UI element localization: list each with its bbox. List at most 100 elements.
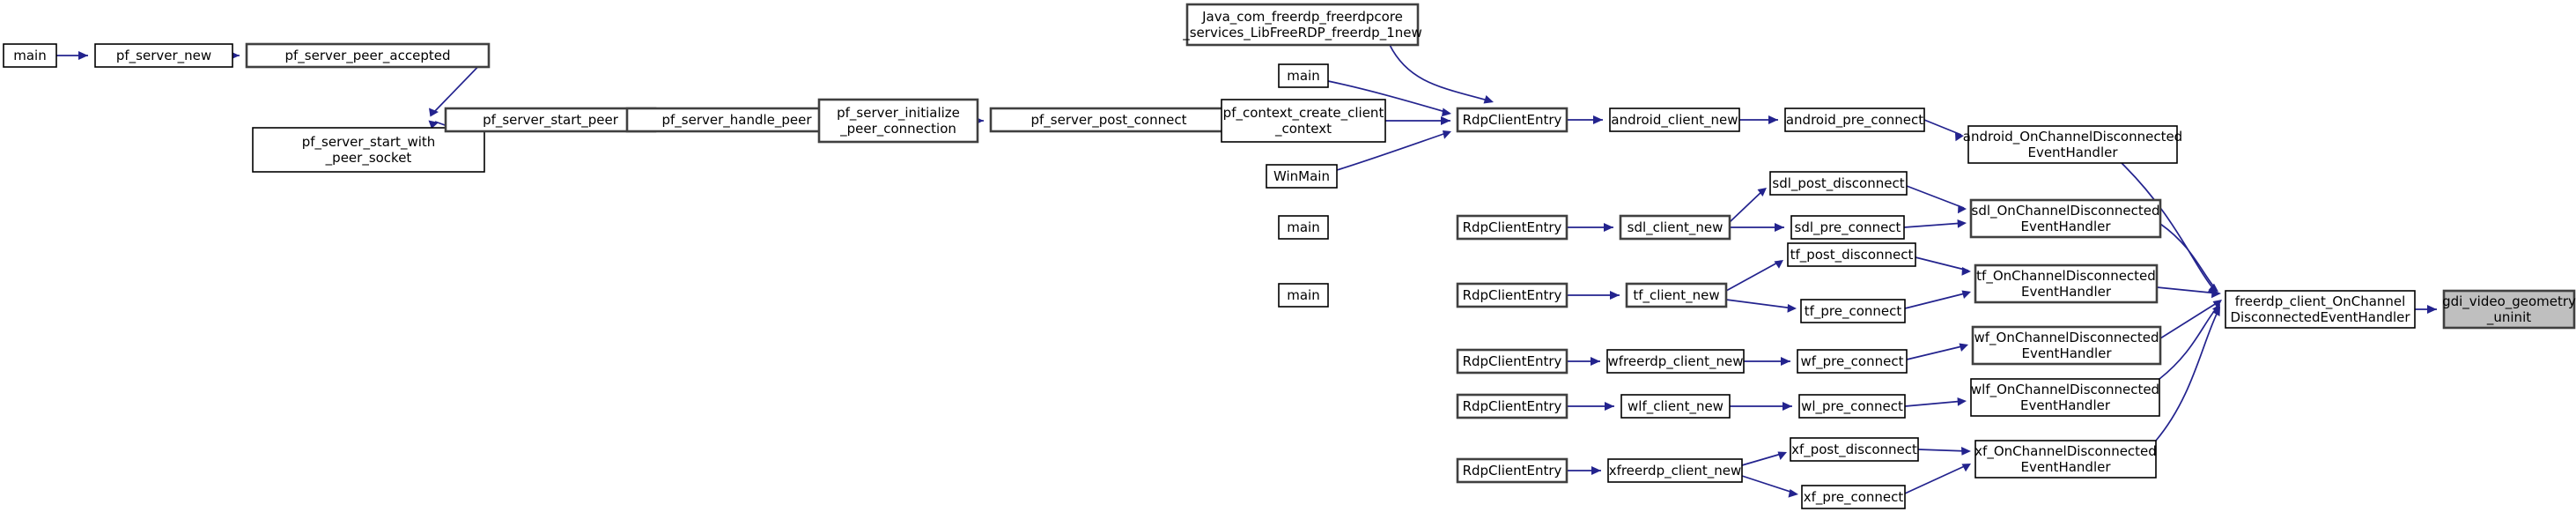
node-pf-server-start-peer[interactable]: pf_server_start_peer	[444, 107, 657, 133]
node-label: xf_pre_connect	[1804, 489, 1904, 506]
node-pf-server-peer-accepted[interactable]: pf_server_peer_accepted	[245, 42, 491, 69]
node-rdpcliententry[interactable]: RdpClientEntry	[1456, 393, 1568, 419]
node-box	[1609, 108, 1740, 132]
node-label: RdpClientEntry	[1463, 287, 1562, 303]
node-gdi-video-geometry-uninit[interactable]: gdi_video_geometry_uninit	[2442, 289, 2576, 330]
node-pf-server-initialize-peer-connection[interactable]: pf_server_initialize_peer_connection	[817, 98, 979, 144]
node-xfreerdp-client-new[interactable]: xfreerdp_client_new	[1607, 458, 1743, 483]
node-pf-server-handle-peer[interactable]: pf_server_handle_peer	[625, 107, 848, 133]
edge-wl-pre-connect-to-wlf-onchanneldisconnectedeventhandler	[1904, 397, 1967, 407]
node-box	[817, 98, 979, 144]
node-main[interactable]: main	[1278, 215, 1329, 240]
node-rdpcliententry[interactable]: RdpClientEntry	[1456, 107, 1568, 133]
edge-android-pre-connect-to-android-onchanneldisconnectedeventhandler	[1923, 119, 1964, 142]
node-rdpcliententry[interactable]: RdpClientEntry	[1456, 282, 1568, 308]
node-pf-server-start-with-peer-socket[interactable]: pf_server_start_with_peer_socket	[252, 127, 485, 173]
node-box	[1456, 214, 1568, 241]
edge-xf-post-disconnect-to-xf-onchanneldisconnectedeventhandler	[1917, 447, 1971, 456]
edge-xf-onchanneldisconnectedeventhandler-to-freerdp-client-onchanneldisconnectedeventhandler	[2155, 307, 2220, 442]
node-box	[1787, 242, 1916, 267]
edge-android-client-new-to-android-pre-connect	[1739, 115, 1778, 124]
node-xf-pre-connect[interactable]: xf_pre_connect	[1801, 485, 1906, 509]
node-box	[1456, 107, 1568, 133]
node-winmain[interactable]: WinMain	[1266, 164, 1338, 189]
node-label: main	[1287, 287, 1319, 303]
node-tf-pre-connect[interactable]: tf_pre_connect	[1800, 299, 1906, 323]
node-box	[1970, 378, 2160, 417]
node-box	[625, 107, 848, 133]
node-box	[1625, 282, 1728, 308]
node-box	[1456, 393, 1568, 419]
edge-pf-context-create-client-context-to-rdpcliententry	[1385, 116, 1450, 125]
node-label: main	[1287, 219, 1319, 235]
node-main[interactable]: main	[3, 43, 57, 68]
node-java-com-freerdp-freerdpcore-services-libfreerdp-freerdp-1new[interactable]: Java_com_freerdp_freerdpcore_services_Li…	[1182, 3, 1422, 47]
node-box	[1798, 394, 1906, 419]
edge-java-com-freerdp-freerdpcore-services-libfreerdp-freerdp-1new-to-rdpcliententry	[1389, 44, 1494, 104]
node-main[interactable]: main	[1278, 63, 1329, 88]
node-tf-post-disconnect[interactable]: tf_post_disconnect	[1787, 242, 1916, 267]
node-label: RdpClientEntry	[1463, 219, 1562, 235]
node-label: pf_server_start_peer	[483, 112, 619, 129]
node-box	[1797, 349, 1908, 374]
node-wfreerdp-client-new[interactable]: wfreerdp_client_new	[1606, 349, 1745, 374]
node-xf-post-disconnect[interactable]: xf_post_disconnect	[1790, 437, 1919, 462]
node-main[interactable]: main	[1278, 283, 1329, 308]
node-pf-server-new[interactable]: pf_server_new	[94, 43, 233, 68]
node-label: pf_server_start_with_peer_socket	[302, 134, 436, 167]
node-android-client-new[interactable]: android_client_new	[1609, 108, 1740, 132]
node-label: wfreerdp_client_new	[1608, 353, 1744, 370]
node-label: tf_client_new	[1633, 287, 1719, 304]
node-box	[1185, 3, 1420, 47]
edge-winmain-to-rdpcliententry	[1336, 130, 1451, 171]
node-wlf-client-new[interactable]: wlf_client_new	[1620, 394, 1731, 419]
node-box	[1784, 108, 1925, 132]
node-box	[1607, 458, 1743, 483]
node-label: WinMain	[1273, 168, 1330, 184]
node-box	[1278, 63, 1329, 88]
node-rdpcliententry[interactable]: RdpClientEntry	[1456, 348, 1568, 375]
node-label: gdi_video_geometry_uninit	[2442, 293, 2576, 326]
node-box	[1278, 215, 1329, 240]
node-sdl-pre-connect[interactable]: sdl_pre_connect	[1790, 215, 1905, 240]
node-sdl-client-new[interactable]: sdl_client_new	[1619, 214, 1731, 241]
edge-wf-onchanneldisconnectedeventhandler-to-freerdp-client-onchanneldisconnectedeventhandler	[2159, 300, 2222, 339]
node-android-pre-connect[interactable]: android_pre_connect	[1784, 108, 1925, 132]
edge-main-to-rdpcliententry	[1327, 80, 1451, 117]
node-sdl-post-disconnect[interactable]: sdl_post_disconnect	[1769, 171, 1908, 196]
node-box	[1456, 348, 1568, 375]
node-label: sdl_pre_connect	[1795, 219, 1901, 236]
node-layer: main pf_server_new pf_server_peer_accepted…	[3, 3, 2576, 509]
edge-xf-pre-connect-to-xf-onchanneldisconnectedeventhandler	[1904, 464, 1971, 494]
edge-main-to-pf-server-new	[56, 51, 88, 60]
node-pf-server-post-connect[interactable]: pf_server_post_connect	[989, 107, 1229, 133]
node-box	[1790, 437, 1919, 462]
edge-tf-pre-connect-to-tf-onchanneldisconnectedeventhandler	[1904, 290, 1971, 309]
edge-tf-client-new-to-tf-post-disconnect	[1725, 260, 1783, 292]
node-wl-pre-connect[interactable]: wl_pre_connect	[1798, 394, 1906, 419]
node-box	[94, 43, 233, 68]
node-label: RdpClientEntry	[1463, 398, 1562, 414]
edge-rdpcliententry-to-wfreerdp-client-new	[1567, 357, 1600, 366]
node-tf-client-new[interactable]: tf_client_new	[1625, 282, 1728, 308]
node-rdpcliententry[interactable]: RdpClientEntry	[1456, 214, 1568, 241]
node-pf-context-create-client-context[interactable]: pf_context_create_client_context	[1221, 99, 1386, 143]
node-rdpcliententry[interactable]: RdpClientEntry	[1456, 457, 1568, 484]
node-wf-pre-connect[interactable]: wf_pre_connect	[1797, 349, 1908, 374]
node-label: pf_server_new	[116, 48, 211, 64]
edge-tf-client-new-to-tf-pre-connect	[1725, 299, 1797, 313]
node-label: RdpClientEntry	[1463, 463, 1562, 479]
node-box	[1971, 325, 2162, 366]
node-box	[1620, 394, 1731, 419]
node-label: android_client_new	[1611, 112, 1738, 129]
